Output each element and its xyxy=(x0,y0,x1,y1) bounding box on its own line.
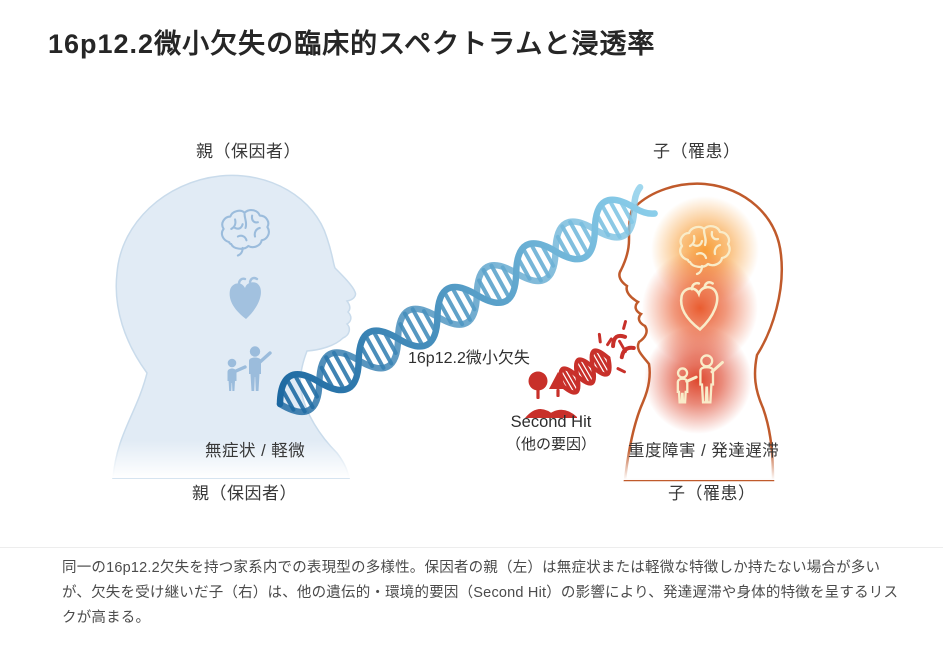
parent-silhouette xyxy=(95,174,375,479)
child-fade xyxy=(605,448,815,480)
dna-deletion-label: 16p12.2微小欠失 xyxy=(408,350,530,367)
second-hit-sublabel: （他の要因） xyxy=(505,436,596,453)
child-label-bottom: 子（罹患） xyxy=(668,484,756,503)
page-title: 16p12.2微小欠失の臨床的スペクトラムと浸透率 xyxy=(48,29,656,59)
parent-status-label: 無症状 / 軽微 xyxy=(205,442,306,460)
dna-helix-icon xyxy=(265,174,661,430)
broken-dna-icon xyxy=(558,320,636,395)
parent-label-top: 親（保因者） xyxy=(196,142,301,161)
child-label-top: 子（罹患） xyxy=(653,142,741,161)
family-glow xyxy=(644,326,752,434)
dna-strand-b xyxy=(276,184,644,416)
second-hit-label: Second Hit xyxy=(510,413,592,431)
break-spark-marks xyxy=(597,320,627,374)
figure-caption: 同一の16p12.2欠失を持つ家系内での表現型の多様性。保因者の親（左）は無症状… xyxy=(62,560,899,626)
parent-fade xyxy=(95,440,375,478)
parent-label-bottom: 親（保因者） xyxy=(192,484,297,503)
child-status-label: 重度障害 / 発達遅滞 xyxy=(628,442,780,460)
caption-divider xyxy=(0,547,943,548)
parent-head-outline xyxy=(112,174,357,479)
second-hit-label-group: Second Hit （他の要因） xyxy=(496,413,606,454)
child-silhouette xyxy=(605,182,815,482)
environment-trees-icon xyxy=(525,371,577,418)
